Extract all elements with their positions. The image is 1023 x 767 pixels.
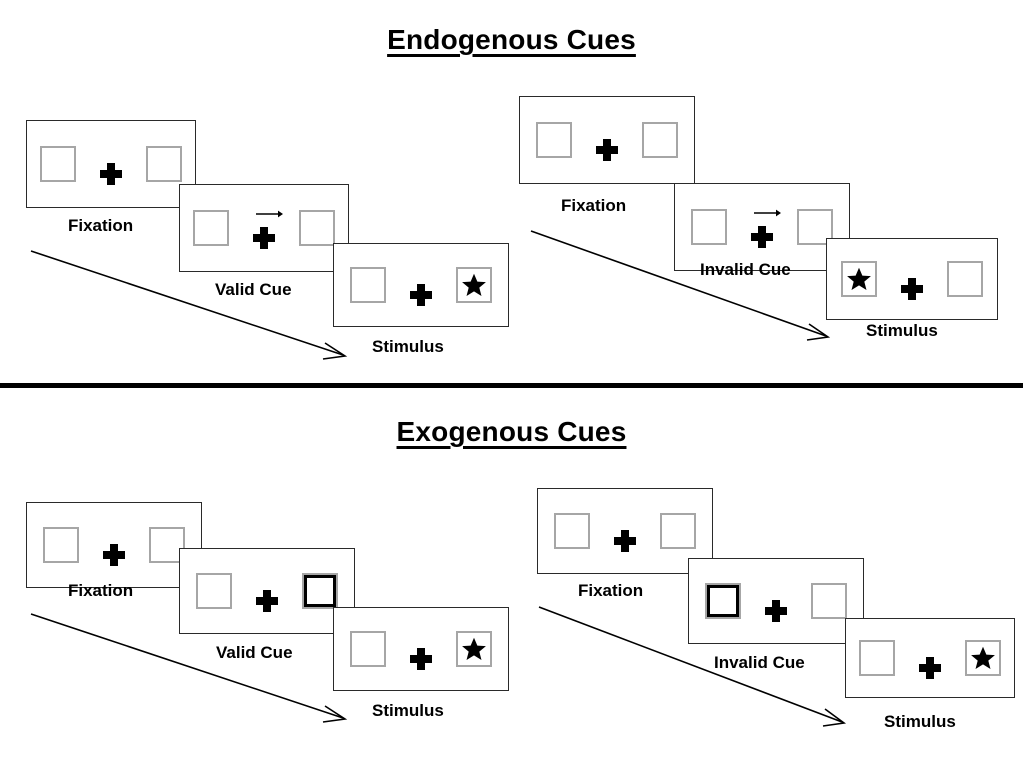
left-box-empty	[691, 209, 727, 245]
left-box-star	[841, 261, 877, 297]
panel-exogenous-valid-stimulus	[333, 607, 509, 691]
fixation-cross-icon	[765, 600, 787, 622]
fixation-cross-icon	[410, 648, 432, 670]
panel-exogenous-invalid-cue	[688, 558, 864, 644]
panel-label-exogenous-valid-stimulus: Stimulus	[372, 701, 444, 720]
fixation-cross-icon	[751, 226, 773, 248]
left-box-empty	[193, 210, 229, 246]
fixation-cross-icon	[253, 227, 275, 249]
panel-endogenous-valid-stimulus	[333, 243, 509, 327]
panel-label-exogenous-valid-cue: Valid Cue	[216, 643, 293, 662]
fixation-centre	[97, 523, 131, 567]
section-title-endogenous: Endogenous Cues	[387, 24, 636, 55]
left-box-empty	[859, 640, 895, 676]
fixation-centre-with-cue	[247, 206, 283, 250]
panel-endogenous-valid-fixation	[26, 120, 196, 208]
fixation-centre	[590, 118, 624, 162]
right-box-star	[456, 631, 492, 667]
panel-endogenous-valid-cue	[179, 184, 349, 272]
left-box-empty	[40, 146, 76, 182]
left-box-empty	[350, 267, 386, 303]
section-divider	[0, 383, 1023, 388]
panel-label-endogenous-invalid-cue: Invalid Cue	[700, 260, 791, 279]
panel-endogenous-invalid-fixation	[519, 96, 695, 184]
right-box-cued	[302, 573, 338, 609]
fixation-centre	[250, 569, 284, 613]
fixation-cross-icon	[919, 657, 941, 679]
fixation-cross-icon	[614, 530, 636, 552]
fixation-centre	[913, 636, 947, 680]
right-box-empty	[947, 261, 983, 297]
fixation-cross-icon	[901, 278, 923, 300]
right-box-empty	[660, 513, 696, 549]
fixation-cross-icon	[596, 139, 618, 161]
left-box-cued	[705, 583, 741, 619]
panel-exogenous-invalid-stimulus	[845, 618, 1015, 698]
right-box-empty	[642, 122, 678, 158]
right-box-empty	[299, 210, 335, 246]
fixation-cross-icon	[103, 544, 125, 566]
right-box-star	[965, 640, 1001, 676]
panel-exogenous-valid-fixation	[26, 502, 202, 588]
panel-label-endogenous-valid-stimulus: Stimulus	[372, 337, 444, 356]
left-box-empty	[350, 631, 386, 667]
panel-label-exogenous-invalid-cue: Invalid Cue	[714, 653, 805, 672]
panel-label-endogenous-invalid-stimulus: Stimulus	[866, 321, 938, 340]
cue-arrow-right-icon	[256, 210, 283, 218]
fixation-centre	[895, 257, 929, 301]
left-box-empty	[554, 513, 590, 549]
star-icon	[847, 267, 871, 291]
fixation-cross-icon	[256, 590, 278, 612]
left-box-empty	[43, 527, 79, 563]
fixation-centre	[759, 579, 793, 623]
panel-label-endogenous-valid-fixation: Fixation	[68, 216, 134, 235]
right-box-empty	[811, 583, 847, 619]
fixation-cross-icon	[100, 163, 122, 185]
left-box-empty	[536, 122, 572, 158]
panel-endogenous-invalid-cue	[674, 183, 850, 271]
star-icon	[462, 273, 486, 297]
panel-exogenous-invalid-fixation	[537, 488, 713, 574]
right-box-star	[456, 267, 492, 303]
panel-endogenous-invalid-stimulus	[826, 238, 998, 320]
star-icon	[971, 646, 995, 670]
star-icon	[462, 637, 486, 661]
panel-exogenous-valid-cue	[179, 548, 355, 634]
panel-label-exogenous-valid-fixation: Fixation	[68, 581, 134, 600]
fixation-centre-with-cue	[745, 205, 781, 249]
panel-label-exogenous-invalid-stimulus: Stimulus	[884, 712, 956, 731]
fixation-centre	[404, 627, 438, 671]
panel-label-endogenous-valid-cue: Valid Cue	[215, 280, 292, 299]
cue-arrow-right-icon	[754, 209, 781, 217]
panel-label-endogenous-invalid-fixation: Fixation	[561, 196, 627, 215]
fixation-cross-icon	[410, 284, 432, 306]
fixation-centre	[94, 142, 128, 186]
panel-label-exogenous-invalid-fixation: Fixation	[578, 581, 644, 600]
fixation-centre	[404, 263, 438, 307]
fixation-centre	[608, 509, 642, 553]
right-box-empty	[146, 146, 182, 182]
left-box-empty	[196, 573, 232, 609]
section-title-exogenous: Exogenous Cues	[396, 416, 627, 447]
